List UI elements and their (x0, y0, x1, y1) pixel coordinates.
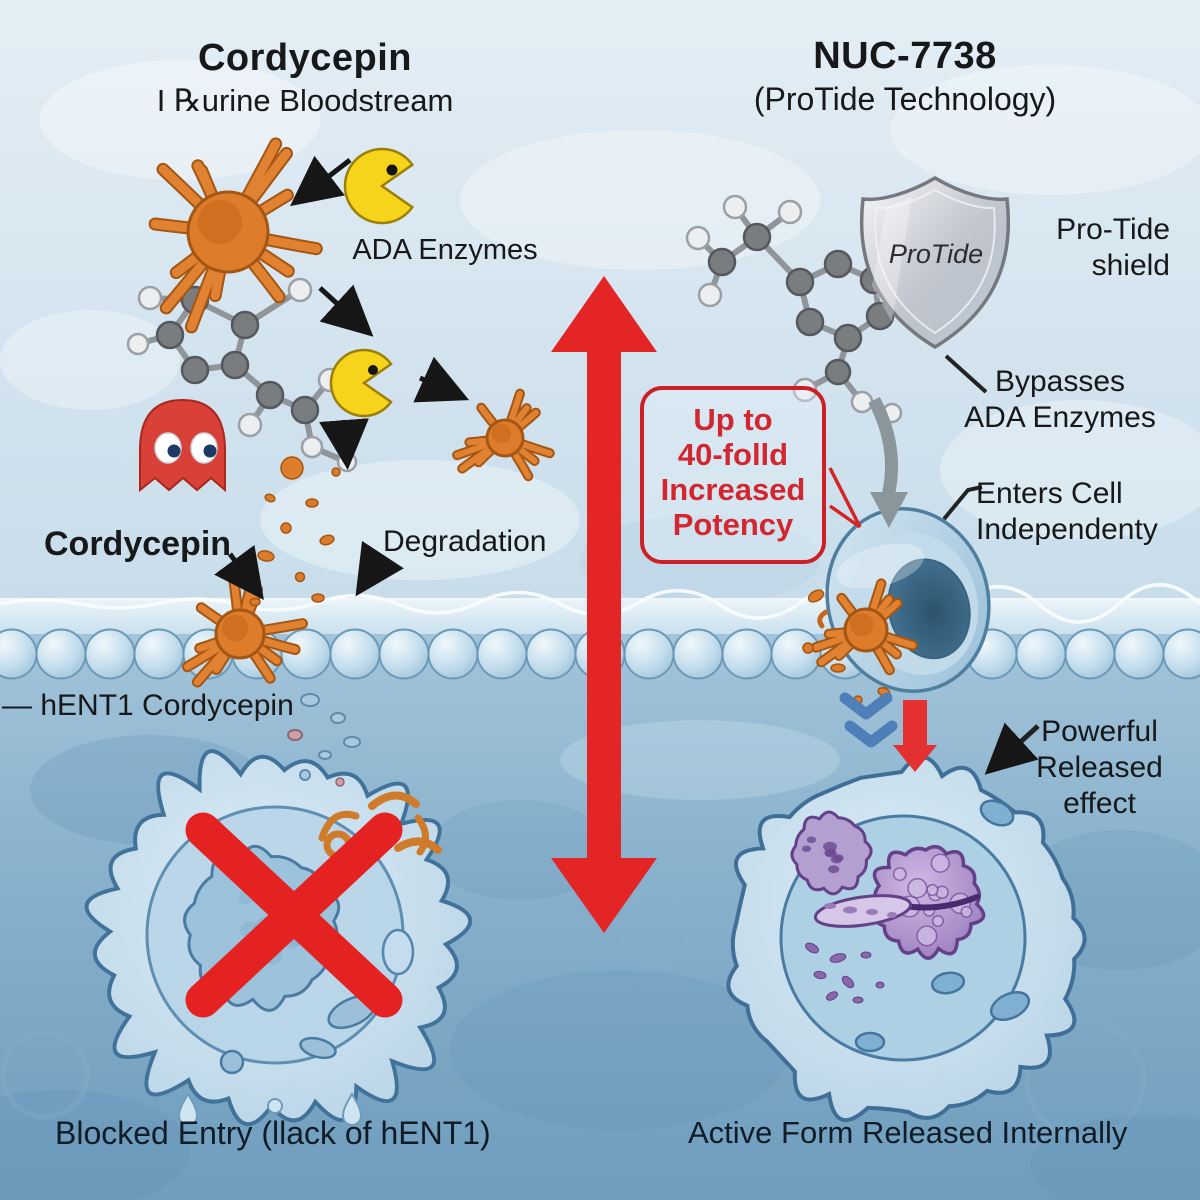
release-chevrons (839, 692, 898, 748)
right-subtitle: (ProTide Technology) (753, 81, 1057, 117)
label-pointers (942, 354, 1040, 775)
target-cell (726, 755, 1087, 1122)
degradation-label: Degradation (383, 525, 547, 558)
left-title: Cordycepin (197, 37, 413, 79)
ada-enzyme-icon-2 (329, 348, 393, 418)
protide-shield-icon (859, 175, 1011, 350)
right-title: NUC-7738 (813, 35, 997, 77)
ada-enzymes-label: ADA Enzymes (352, 234, 538, 266)
enters-cell-label: Enters Cell Independenty (976, 477, 1158, 546)
right-caption: Active Form Released Internally (688, 1115, 1128, 1150)
comparison-arrow (551, 276, 657, 933)
potency-callout-tail (828, 467, 862, 529)
released-active-drug (790, 810, 986, 1004)
potency-callout: Up to 40-folld Increased Potency (640, 386, 826, 564)
extracellular-background (0, 0, 1200, 618)
bypasses-label: Bypasses ADA Enzymes (964, 365, 1156, 434)
nuc7738-entering-cell (810, 578, 918, 676)
left-caption: Blocked Entry (llack of hENT1) (55, 1115, 491, 1151)
left-subtitle: I ℞urine Bloodstream (156, 83, 454, 118)
ada-enzyme-icon (343, 147, 415, 225)
hent1-label: — hENT1 Cordycepin (2, 689, 294, 722)
degraded-molecule (452, 388, 555, 482)
droplets (177, 1092, 363, 1126)
membrane-fragments (287, 693, 361, 787)
ghost-icon (139, 398, 226, 493)
red-x-icon (185, 812, 403, 1018)
protide-shield-label: Pro-Tide shield (1056, 213, 1170, 282)
cordycepin-molecule (148, 137, 323, 334)
entry-arrow (868, 396, 908, 528)
protide-shield-text: ProTide (888, 239, 984, 269)
purple-fragments (805, 942, 885, 1004)
powerful-effect-label: Powerful Released effect (1036, 715, 1163, 820)
cordycepin-label: Cordycepin (44, 525, 232, 563)
release-arrow (893, 700, 937, 772)
process-arrows-left (214, 155, 470, 601)
